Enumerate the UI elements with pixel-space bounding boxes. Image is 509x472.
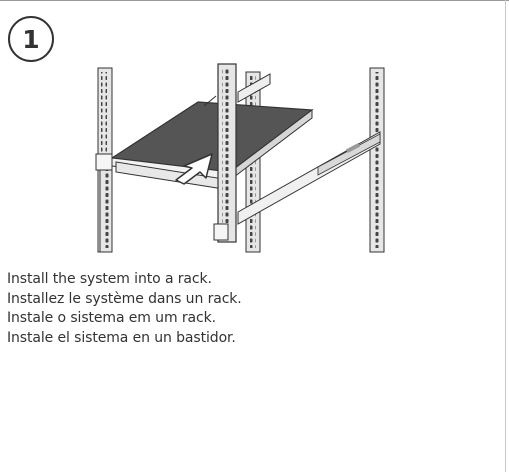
- push-arrow-icon: [175, 153, 213, 185]
- rack-post-front-left: [95, 153, 113, 253]
- right-divider: [505, 0, 506, 472]
- rack-installation-illustration: [95, 63, 385, 253]
- instruction-french: Installez le système dans un rack.: [7, 290, 242, 307]
- slide-rail-right: [237, 73, 381, 225]
- instructions-text: Install the system into a rack. Installe…: [7, 270, 242, 348]
- top-divider: [0, 0, 509, 1]
- server-tray: [110, 95, 314, 182]
- rack-post-rear-right: [369, 67, 385, 253]
- instruction-english: Install the system into a rack.: [7, 271, 212, 287]
- instruction-portuguese: Instale o sistema em um rack.: [7, 310, 216, 326]
- instruction-spanish: Instale el sistema en un bastidor.: [7, 329, 236, 346]
- step-number: 1: [22, 24, 40, 54]
- step-number-badge: 1: [8, 16, 54, 62]
- rack-post-front-center: [213, 63, 237, 243]
